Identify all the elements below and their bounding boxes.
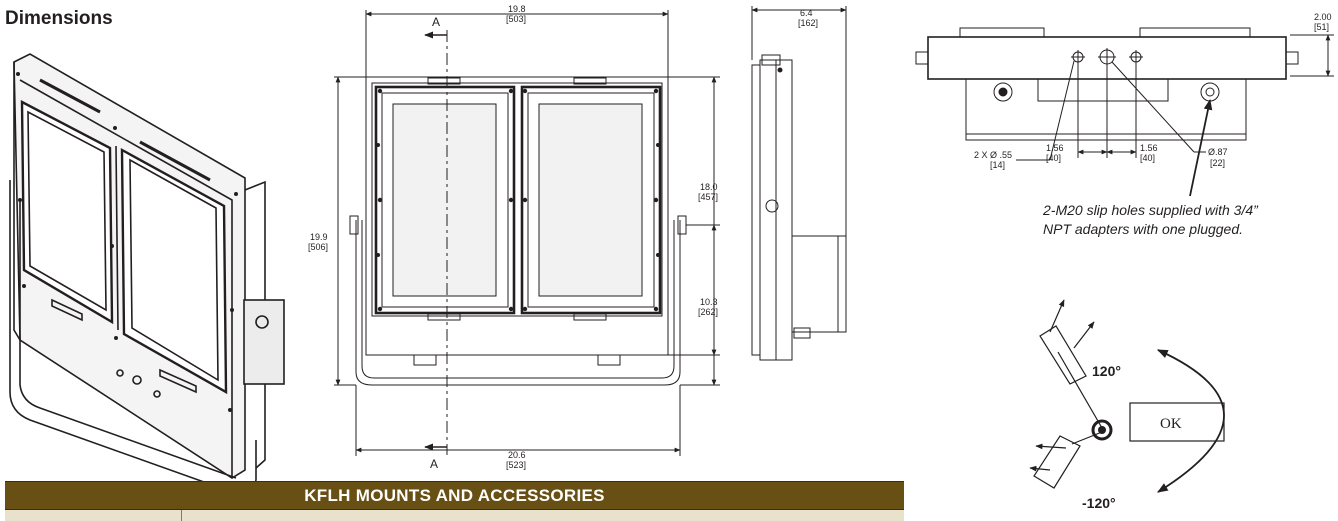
dim-height-total-mm: [506]	[308, 242, 328, 252]
section-label-top: A	[432, 15, 440, 29]
table-header: KFLH MOUNTS AND ACCESSORIES	[5, 481, 904, 510]
angle-up-label: 120°	[1092, 363, 1121, 379]
table-cell	[182, 510, 904, 521]
dim-depth-mm: [162]	[798, 18, 818, 28]
dim-height-body-in: 18.0	[700, 182, 718, 192]
dim-bottom-height-in: 2.00	[1314, 12, 1332, 22]
dim-width-bottom-in: 20.6	[508, 450, 526, 460]
isometric-view	[9, 53, 285, 495]
accessories-table: KFLH MOUNTS AND ACCESSORIES	[5, 481, 904, 521]
rotation-diagram	[1029, 299, 1225, 493]
dim-height-body-mm: [457]	[698, 192, 718, 202]
dim-center-hole-in: Ø.87	[1208, 147, 1228, 157]
dim-bottom-height-mm: [51]	[1314, 22, 1329, 32]
dim-spacing-left-mm: [40]	[1046, 153, 1061, 163]
ok-label: OK	[1160, 416, 1182, 432]
dim-height-mount-mm: [262]	[698, 307, 718, 317]
side-view	[751, 6, 847, 361]
dim-spacing-left-in: 1.56	[1046, 143, 1064, 153]
table-cell	[5, 510, 182, 521]
dim-height-mount-in: 10.3	[700, 297, 718, 307]
dim-width-bottom-mm: [523]	[506, 460, 526, 470]
dim-depth-in: 6.4	[800, 8, 813, 18]
cable-note: 2-M20 slip holes supplied with 3/4” NPT …	[1043, 201, 1333, 239]
cable-note-line-2: NPT adapters with one plugged.	[1043, 221, 1244, 237]
table-row	[5, 510, 904, 521]
page-title: Dimensions	[5, 8, 113, 29]
dim-height-total-in: 19.9	[310, 232, 328, 242]
cable-note-line-1: 2-M20 slip holes supplied with 3/4”	[1043, 202, 1258, 218]
dim-width-top-mm: [503]	[506, 14, 526, 24]
front-view	[334, 10, 720, 456]
dim-holes-mm: [14]	[990, 160, 1005, 170]
angle-down-label: -120°	[1082, 495, 1116, 511]
dim-holes-in: 2 X Ø .55	[974, 150, 1012, 160]
dim-spacing-right-mm: [40]	[1140, 153, 1155, 163]
bottom-view	[915, 27, 1334, 197]
dim-width-top-in: 19.8	[508, 4, 526, 14]
section-label-bottom: A	[430, 457, 438, 471]
dim-center-hole-mm: [22]	[1210, 158, 1225, 168]
dim-spacing-right-in: 1.56	[1140, 143, 1158, 153]
